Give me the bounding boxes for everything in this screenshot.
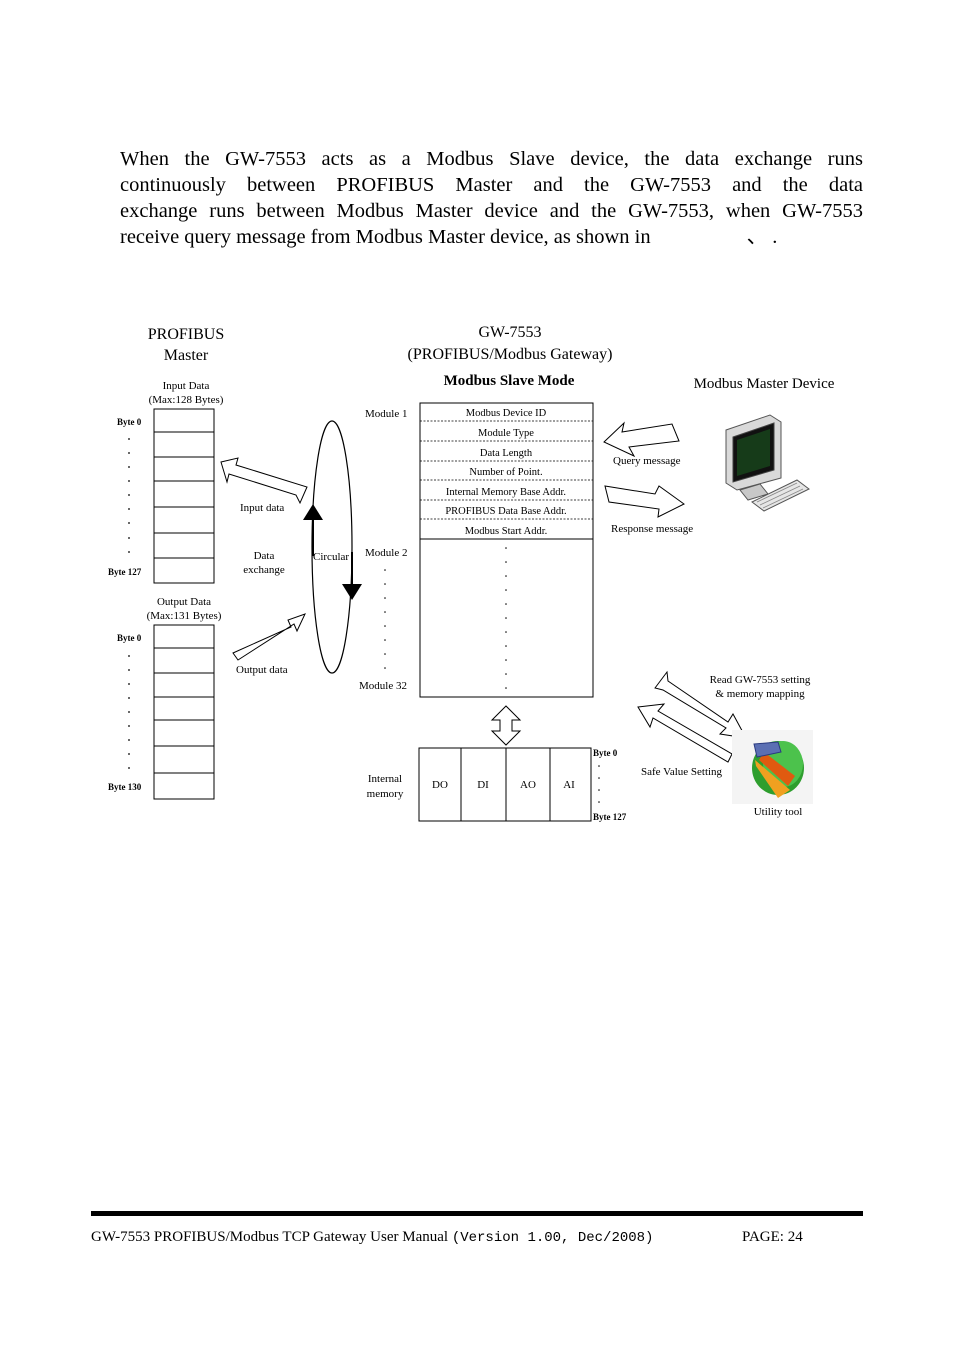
input-data-table [154, 409, 214, 583]
safe-value-label: Safe Value Setting [641, 766, 723, 778]
field-module-type: Module Type [478, 428, 534, 439]
output-data-title: Output Data [157, 596, 211, 608]
field-modbus-start-addr: Modbus Start Addr. [465, 526, 548, 537]
mode-title: Modbus Slave Mode [444, 373, 575, 389]
memory-cell-ao: AO [520, 779, 536, 791]
module-32-label: Module 32 [359, 680, 407, 692]
field-modbus-device-id: Modbus Device ID [466, 408, 547, 419]
output-data-max: (Max:131 Bytes) [147, 610, 222, 622]
footer-manual: GW-7553 PROFIBUS/Modbus TCP Gateway User… [91, 1229, 653, 1246]
output-byte-dots [128, 655, 130, 769]
utility-tool-label: Utility tool [754, 806, 803, 818]
response-message-label: Response message [611, 523, 693, 535]
profibus-title: PROFIBUS [148, 326, 224, 343]
input-byte-127-label: Byte 127 [108, 567, 142, 577]
data-exchange-label-2: exchange [243, 564, 285, 576]
input-data-title: Input Data [163, 380, 210, 392]
utility-tool-icon [732, 730, 813, 804]
query-message-arrow-icon [604, 423, 679, 456]
modbus-master-title: Modbus Master Device [694, 376, 835, 392]
module-1-label: Module 1 [365, 408, 407, 420]
memory-cell-di: DI [477, 779, 489, 791]
output-data-arrow-icon [233, 614, 305, 660]
memory-byte-dots [598, 765, 600, 803]
footer-page-number: PAGE: 24 [742, 1229, 803, 1246]
module-2-label: Module 2 [365, 547, 407, 559]
read-setting-label-1: Read GW-7553 setting [710, 674, 811, 686]
module-dots [384, 547, 507, 689]
field-number-of-point: Number of Point. [469, 467, 542, 478]
safe-value-arrow-icon [638, 704, 732, 762]
circular-exchange-ellipse [312, 421, 352, 673]
footer-manual-title: GW-7553 PROFIBUS/Modbus TCP Gateway User… [91, 1229, 448, 1245]
footer-version: (Version 1.00, Dec/2008) [452, 1230, 654, 1246]
input-data-max: (Max:128 Bytes) [149, 394, 224, 406]
field-internal-memory-base: Internal Memory Base Addr. [446, 487, 566, 498]
field-profibus-data-base: PROFIBUS Data Base Addr. [445, 506, 566, 517]
output-byte-0-label: Byte 0 [117, 633, 142, 643]
gateway-title: GW-7553 [478, 324, 541, 341]
input-data-arrow-label: Input data [240, 502, 284, 514]
input-byte-0-label: Byte 0 [117, 417, 142, 427]
output-byte-130-label: Byte 130 [108, 782, 142, 792]
output-data-table [154, 625, 214, 799]
computer-icon [726, 415, 809, 511]
internal-memory-label-2: memory [367, 788, 404, 800]
footer-rule [91, 1211, 863, 1216]
query-message-label: Query message [613, 455, 681, 467]
memory-double-arrow-icon [492, 706, 520, 745]
internal-memory-label-1: Internal [368, 773, 402, 785]
memory-byte-0-label: Byte 0 [593, 748, 618, 758]
field-data-length: Data Length [480, 448, 533, 459]
output-data-arrow-label: Output data [236, 664, 288, 676]
input-byte-dots [128, 438, 130, 553]
gateway-subtitle: (PROFIBUS/Modbus Gateway) [408, 346, 613, 363]
memory-cell-ai: AI [563, 779, 575, 791]
data-exchange-label-1: Data [254, 550, 275, 562]
circular-label: Circular [313, 551, 349, 563]
memory-byte-127-label: Byte 127 [593, 812, 627, 822]
read-setting-label-2: & memory mapping [715, 688, 805, 700]
memory-cell-do: DO [432, 779, 448, 791]
input-data-arrow-icon [221, 458, 307, 503]
profibus-master-title: Master [164, 347, 209, 364]
response-message-arrow-icon [605, 486, 684, 517]
